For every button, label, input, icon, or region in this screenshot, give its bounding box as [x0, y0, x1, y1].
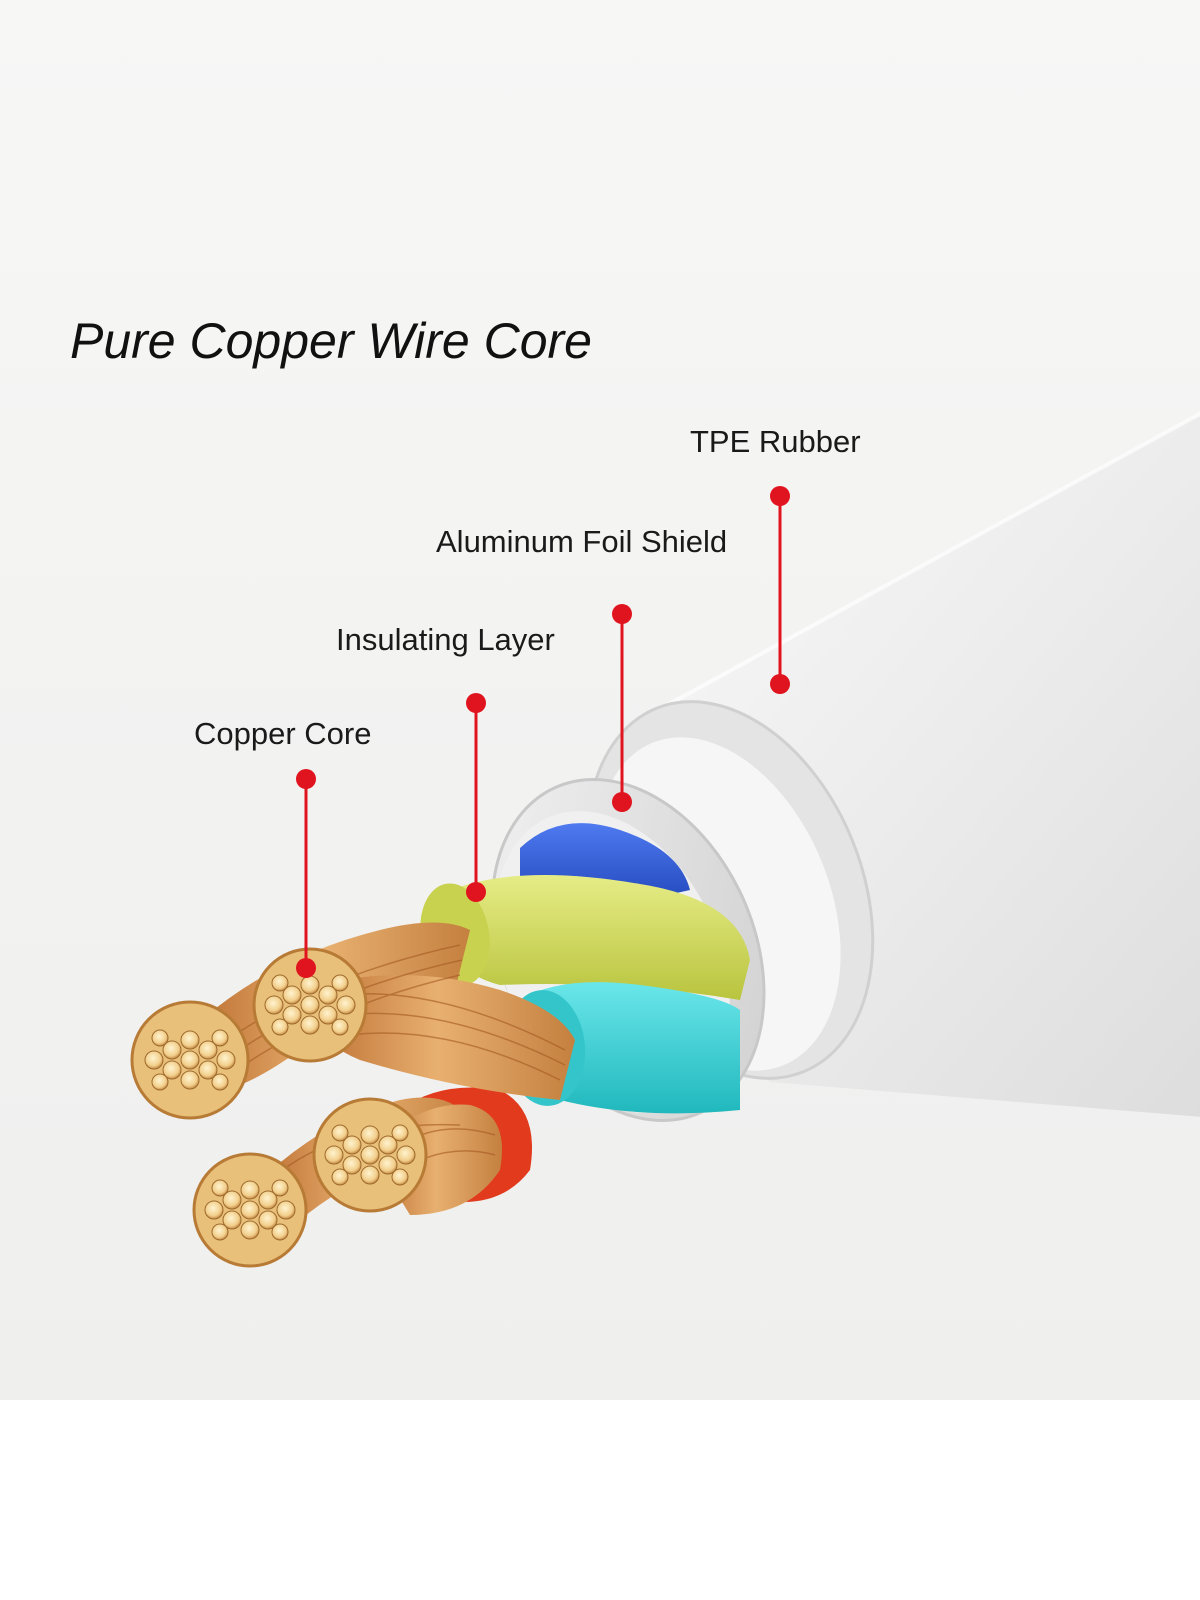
- bottom-margin: [0, 1400, 1200, 1600]
- callout-copper-core: [296, 769, 316, 978]
- label-tpe-rubber: TPE Rubber: [690, 424, 861, 459]
- callout-aluminum-foil-shield: [612, 604, 632, 812]
- callout-insulating-layer: [466, 693, 486, 902]
- callouts: [296, 486, 790, 978]
- label-insulating-layer: Insulating Layer: [336, 622, 555, 657]
- copper-strand-ends: [130, 947, 428, 1268]
- label-copper-core: Copper Core: [194, 716, 372, 751]
- label-aluminum-foil-shield: Aluminum Foil Shield: [436, 524, 728, 559]
- diagram-title: Pure Copper Wire Core: [70, 313, 592, 369]
- cable-illustration: [130, 413, 1200, 1268]
- callout-tpe-rubber: [770, 486, 790, 694]
